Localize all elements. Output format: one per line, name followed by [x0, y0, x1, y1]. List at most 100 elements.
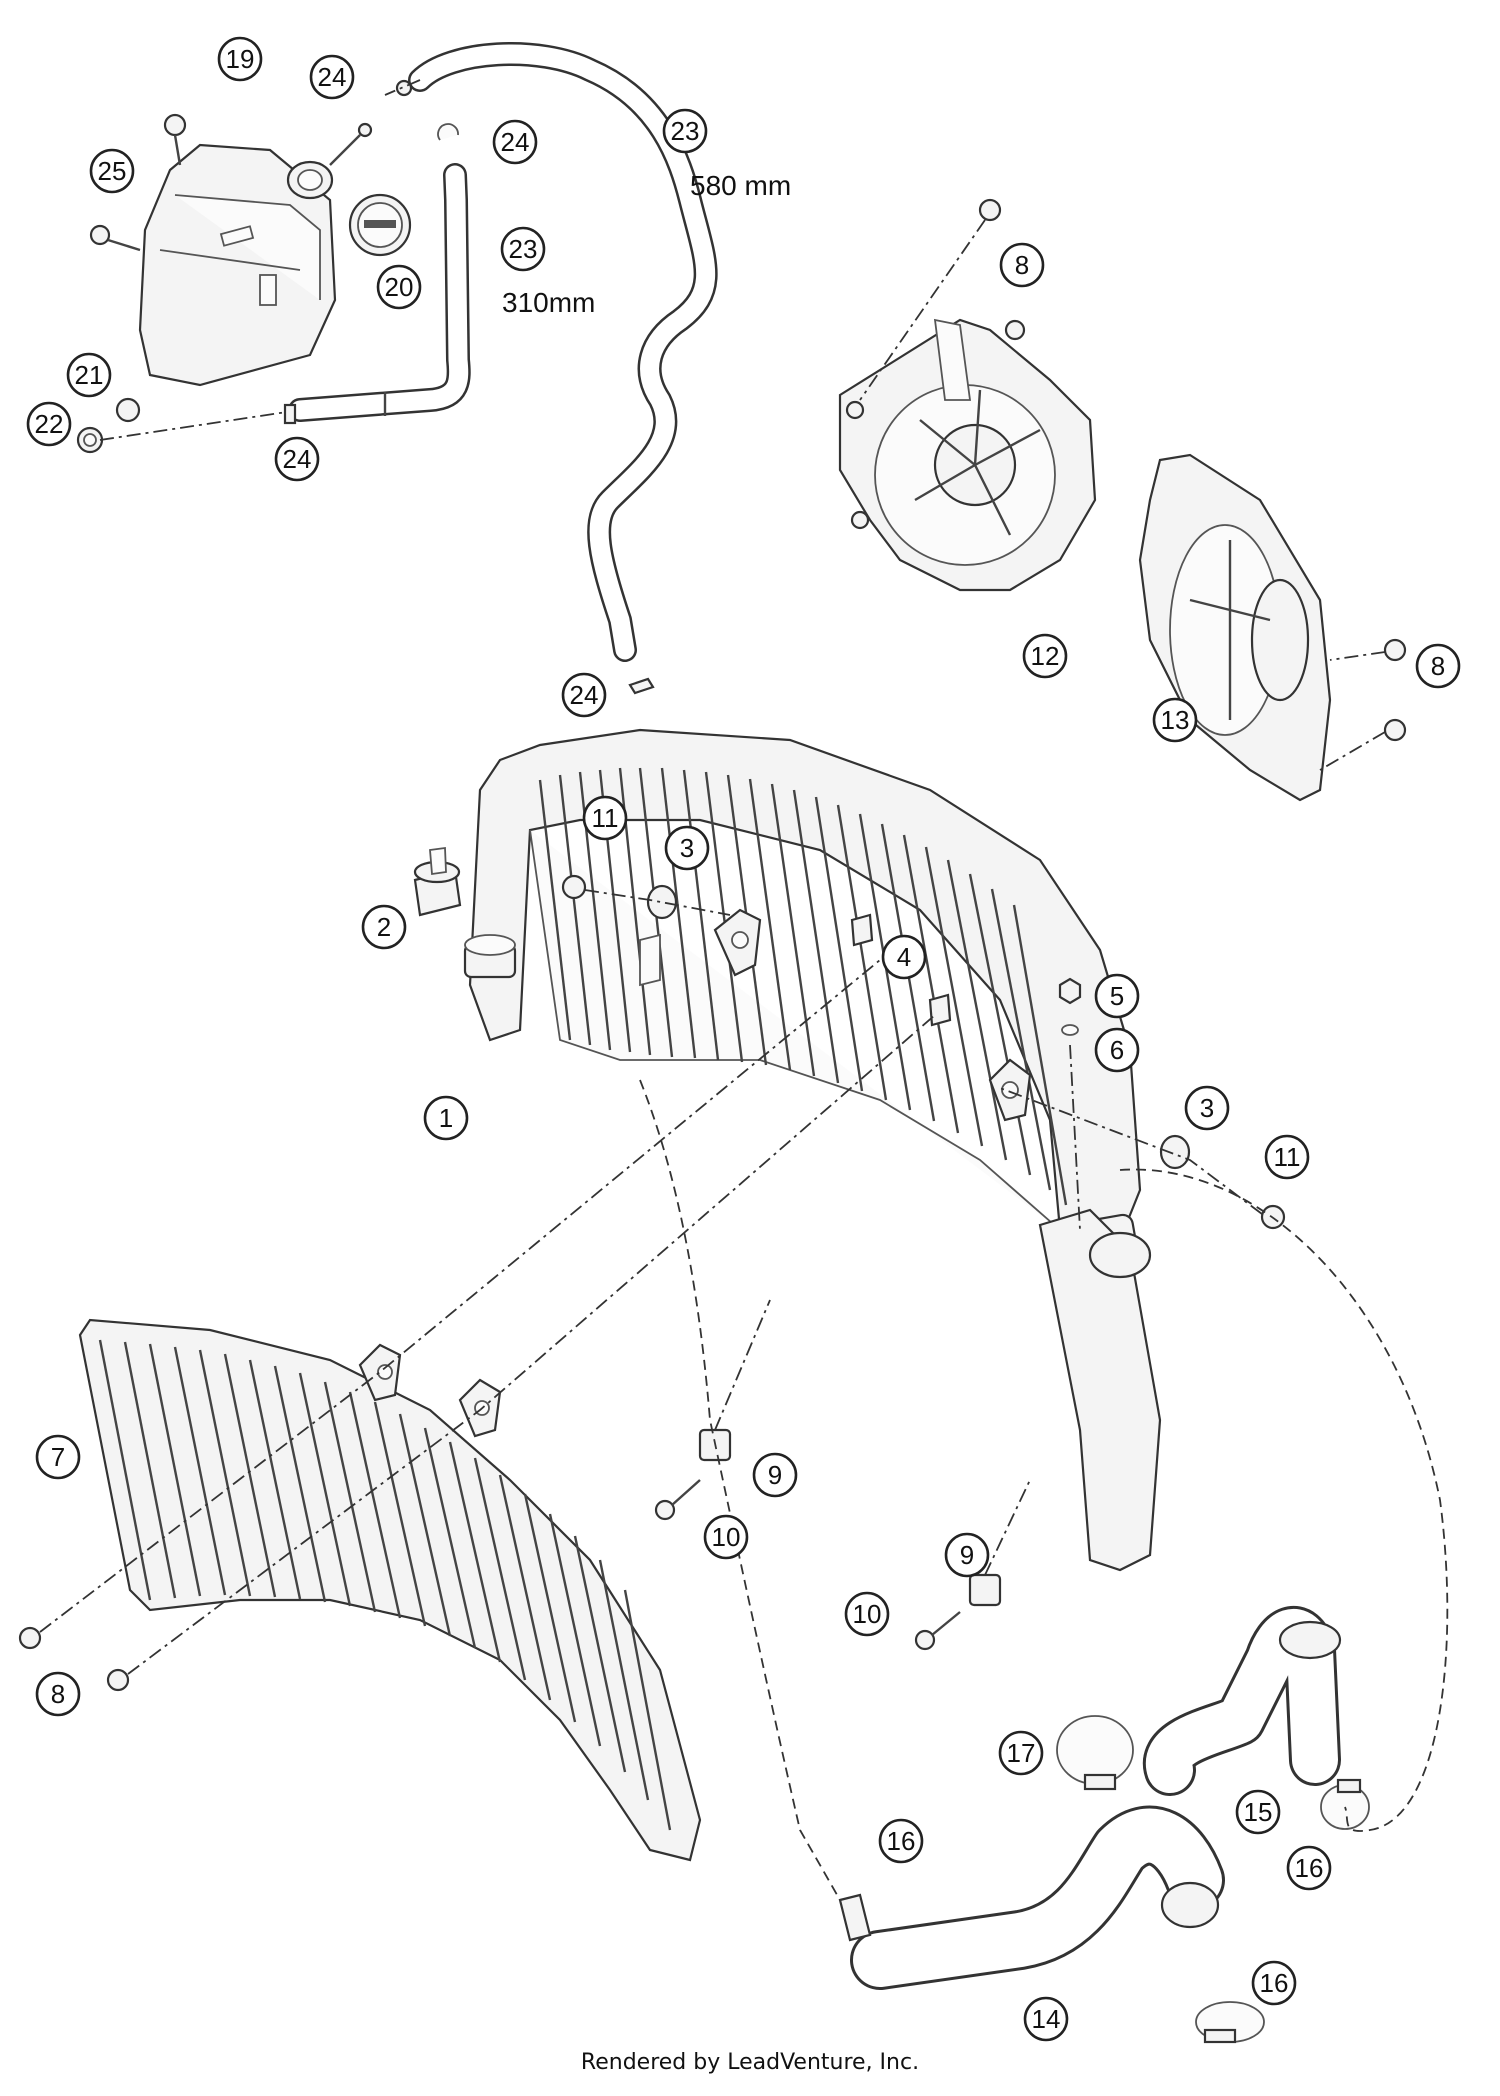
callout-3: 3 [664, 825, 710, 871]
svg-text:8: 8 [1015, 250, 1029, 280]
svg-text:9: 9 [960, 1540, 974, 1570]
svg-text:7: 7 [51, 1442, 65, 1472]
coolant-routing-lines [639, 1079, 1449, 1901]
hose-short-length-label: 310mm [502, 287, 595, 318]
svg-text:22: 22 [35, 409, 64, 439]
svg-text:19: 19 [226, 44, 255, 74]
svg-text:16: 16 [1260, 1968, 1289, 1998]
svg-text:21: 21 [75, 360, 104, 390]
svg-text:9: 9 [768, 1460, 782, 1490]
svg-text:8: 8 [51, 1679, 65, 1709]
radiator-filler-neck [463, 934, 517, 979]
bolts-11 [561, 874, 1286, 1230]
callout-16: 16 [1286, 1845, 1332, 1891]
callout-24: 24 [492, 119, 538, 165]
svg-text:13: 13 [1161, 705, 1190, 735]
callout-1: 1 [423, 1095, 469, 1141]
callout-3: 3 [1184, 1085, 1230, 1131]
callout-6: 6 [1094, 1027, 1140, 1073]
hose-clamps-16-17 [838, 1715, 1370, 2044]
svg-text:25: 25 [98, 156, 127, 186]
callout-11: 11 [1264, 1134, 1310, 1180]
svg-text:11: 11 [1274, 1142, 1301, 1172]
callout-20: 20 [376, 264, 422, 310]
hose-14 [850, 1805, 1225, 1990]
callout-13: 13 [1152, 697, 1198, 743]
callout-19: 19 [217, 36, 263, 82]
hose-clamps-24 [283, 79, 655, 695]
svg-text:16: 16 [1295, 1853, 1324, 1883]
svg-text:6: 6 [1110, 1035, 1124, 1065]
callout-5: 5 [1094, 973, 1140, 1019]
svg-text:8: 8 [1431, 651, 1445, 681]
hose-580mm [408, 41, 718, 662]
radiator-grille [78, 1318, 702, 1862]
fan-12 [838, 318, 1097, 592]
callout-24: 24 [309, 54, 355, 100]
nut-5-washer-6 [1058, 977, 1082, 1231]
svg-text:16: 16 [887, 1826, 916, 1856]
svg-text:17: 17 [1007, 1738, 1036, 1768]
fan-13 [1138, 453, 1332, 802]
callout-4: 4 [881, 934, 927, 980]
callout-8: 8 [1415, 643, 1461, 689]
svg-text:24: 24 [570, 680, 599, 710]
svg-text:24: 24 [501, 127, 530, 157]
callout-24: 24 [561, 672, 607, 718]
callout-17: 17 [998, 1730, 1044, 1776]
svg-text:10: 10 [853, 1599, 882, 1629]
callout-16: 16 [1251, 1960, 1297, 2006]
svg-text:12: 12 [1031, 641, 1060, 671]
svg-text:14: 14 [1032, 2004, 1061, 2034]
grommets-3 [646, 884, 1191, 1170]
svg-text:3: 3 [1200, 1093, 1214, 1123]
radiator-brackets [639, 908, 1032, 1122]
radiator [468, 728, 1162, 1572]
callout-9: 9 [944, 1532, 990, 1578]
svg-text:4: 4 [897, 942, 911, 972]
tank-cap-20 [348, 193, 412, 257]
radiator-cap-2 [413, 846, 462, 917]
callout-2: 2 [361, 904, 407, 950]
callout-25: 25 [89, 148, 135, 194]
clips-4 [850, 913, 952, 1027]
svg-text:20: 20 [385, 272, 414, 302]
callout-11: 11 [582, 795, 628, 841]
svg-text:24: 24 [283, 444, 312, 474]
callout-14: 14 [1023, 1996, 1069, 2042]
callout-10: 10 [844, 1591, 890, 1637]
svg-text:23: 23 [509, 234, 538, 264]
svg-text:11: 11 [592, 803, 619, 833]
fan-screws-8 [859, 198, 1407, 771]
tank-neck-fitting [286, 122, 373, 200]
callout-21: 21 [66, 352, 112, 398]
callout-15: 15 [1235, 1789, 1281, 1835]
callout-10: 10 [703, 1514, 749, 1560]
callout-24: 24 [274, 436, 320, 482]
callout-8: 8 [35, 1671, 81, 1717]
svg-text:2: 2 [377, 912, 391, 942]
expansion-tank [138, 143, 337, 387]
callout-23: 23 [662, 108, 708, 154]
grille-screws-8 [18, 959, 936, 1692]
render-credit: Rendered by LeadVenture, Inc. [580, 2050, 920, 2075]
hose-15 [1143, 1606, 1342, 1796]
callout-9: 9 [752, 1452, 798, 1498]
tank-hose-outlet-21-22 [76, 397, 301, 454]
callout-22: 22 [26, 401, 72, 447]
callout-23: 23 [500, 226, 546, 272]
svg-text:24: 24 [318, 62, 347, 92]
screws-10 [654, 1479, 961, 1651]
svg-text:1: 1 [439, 1103, 453, 1133]
callout-16: 16 [878, 1818, 924, 1864]
svg-text:15: 15 [1244, 1797, 1273, 1827]
hose-310mm [288, 163, 471, 422]
callout-8: 8 [999, 242, 1045, 288]
callout-12: 12 [1022, 633, 1068, 679]
callout-7: 7 [35, 1434, 81, 1480]
svg-text:5: 5 [1110, 981, 1124, 1011]
svg-text:10: 10 [712, 1522, 741, 1552]
hose-long-length-label: 580 mm [690, 170, 791, 201]
svg-text:3: 3 [680, 833, 694, 863]
